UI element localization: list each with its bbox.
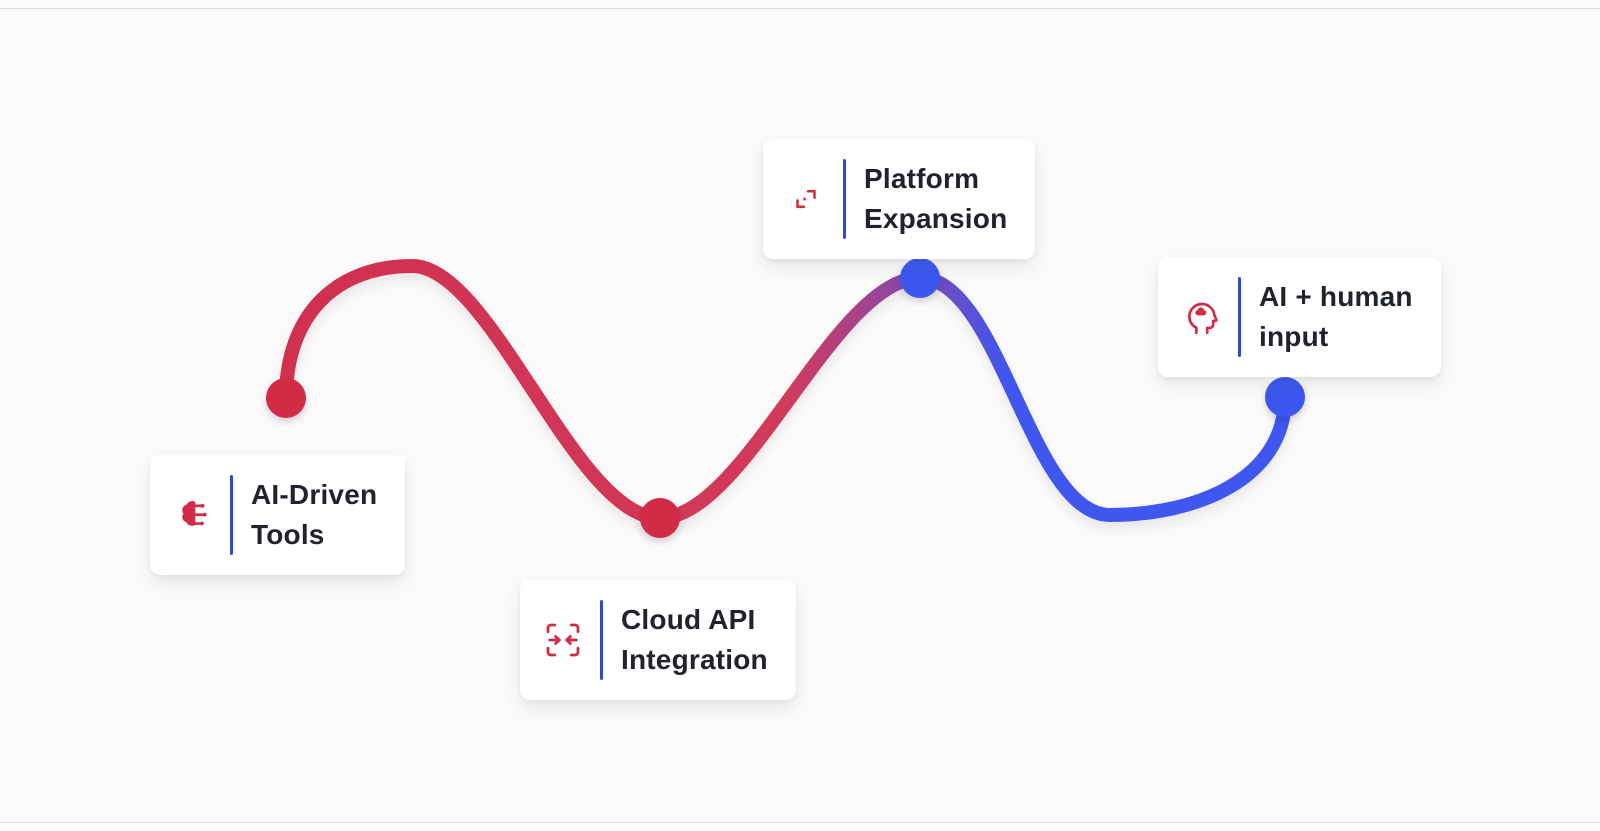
milestone-node-2 (640, 498, 680, 538)
milestone-card-platform-expansion: Platform Expansion (763, 139, 1036, 260)
top-frame-line (0, 8, 1600, 9)
milestone-title: Cloud API Integration (621, 604, 768, 676)
card-divider (1238, 277, 1241, 358)
milestone-card-cloud-api-integration: Cloud API Integration (520, 580, 796, 701)
milestone-node-3 (900, 258, 940, 298)
curve-path (279, 258, 1292, 526)
milestone-title: AI-Driven Tools (251, 479, 378, 551)
integration-arrows-icon (542, 619, 584, 661)
milestone-node-1 (266, 378, 306, 418)
card-divider (600, 600, 603, 681)
corner-path-icon (785, 178, 827, 220)
card-divider (843, 159, 846, 240)
milestone-node-4 (1265, 377, 1305, 417)
brain-circuit-icon (172, 494, 214, 536)
milestone-card-ai-driven-tools: AI-Driven Tools (150, 455, 406, 576)
milestone-title: AI + human input (1259, 281, 1413, 353)
head-brain-icon (1180, 296, 1222, 338)
milestone-title: Platform Expansion (864, 163, 1008, 235)
bottom-frame-line (0, 822, 1600, 823)
card-divider (230, 475, 233, 556)
milestone-card-ai-human-input: AI + human input (1158, 257, 1441, 378)
